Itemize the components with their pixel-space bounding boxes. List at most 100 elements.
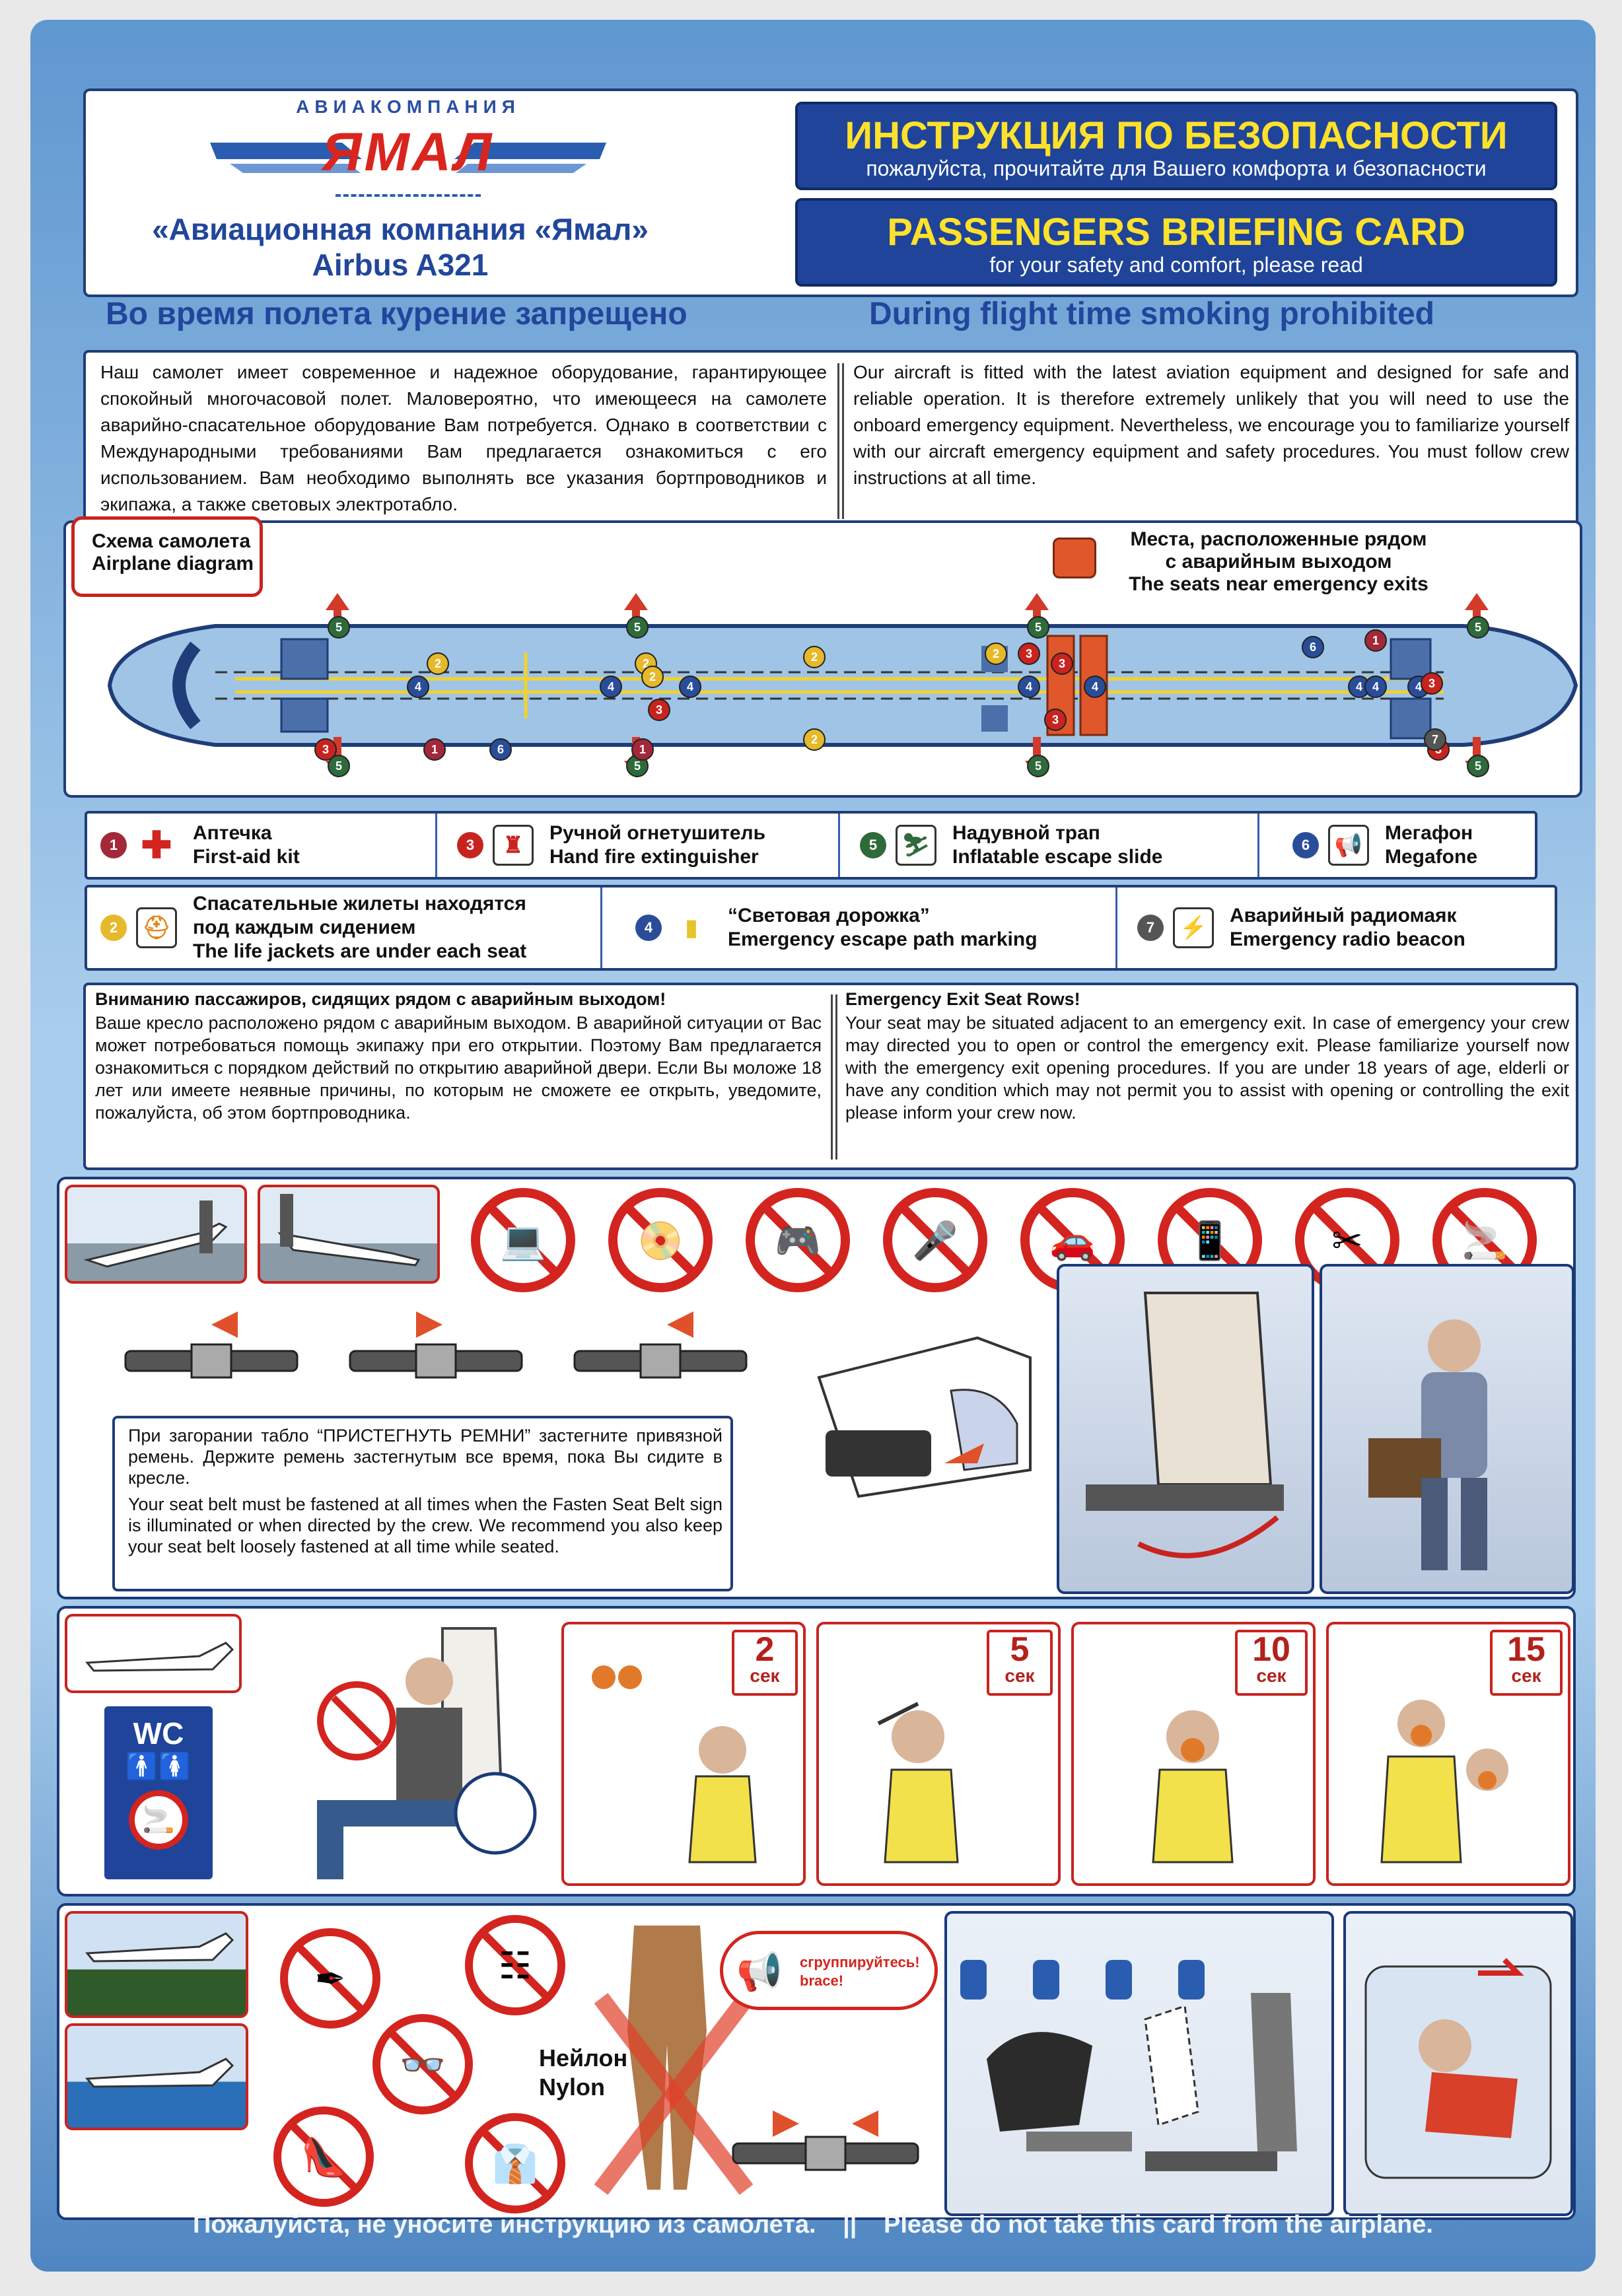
path-marking-icon: ▮ <box>671 907 712 948</box>
footer-separator: || <box>843 2211 857 2239</box>
diagram-marker-3: 3 <box>1018 643 1040 665</box>
microphone-icon: 🎤 <box>888 1193 983 1288</box>
exit-seat-swatch <box>1053 538 1096 578</box>
passenger-icon <box>1368 1319 1487 1570</box>
exit-rows-divider <box>831 994 837 1160</box>
exit-seats-ru-1: Места, расположенные рядом <box>1130 528 1427 550</box>
takeoff-picture <box>65 1185 247 1284</box>
seatbelt-en: Your seat belt must be fastened at all t… <box>128 1494 723 1556</box>
diagram-marker-4: 4 <box>1018 676 1040 698</box>
no-smoking-icon: 🚬 <box>129 1790 188 1850</box>
diagram-marker-4: 4 <box>1407 676 1430 698</box>
legend-path-marking-ru: “Световая дорожка” <box>728 905 930 926</box>
timer-value-2: 5 <box>1010 1630 1030 1669</box>
cockpit-window <box>172 641 201 730</box>
oxygen-mask-icon <box>877 1702 959 1863</box>
restroom-icon: 🚹🚺 <box>125 1753 192 1782</box>
legend-life-jacket: 2 ⛑ Спасательные жилеты находятся под ка… <box>87 887 602 968</box>
brace-position-icon <box>960 1960 1297 2171</box>
fuselage-outline <box>107 624 1578 747</box>
diagram-marker-1: 1 <box>631 738 654 761</box>
brace-panel: ✒ ☷ 👓 👠 👔 Нейлон Nylon 📢 сгруппируйтесь!… <box>57 1903 1576 2220</box>
subtitle-en: for your safety and comfort, please read <box>989 253 1363 277</box>
legend-slide-ru: Надувной трап <box>952 822 1100 844</box>
exit-rows-panel: Вниманию пассажиров, сидящих рядом с ава… <box>83 983 1578 1170</box>
logo-word: ЯМАЛ <box>322 122 495 182</box>
seatbelt-ru: При загорании табло “ПРИСТЕГНУТЬ РЕМНИ” … <box>128 1426 723 1488</box>
fire-extinguisher-icon: ♜ <box>493 825 534 866</box>
exit-seats-en: The seats near emergency exits <box>1129 573 1428 595</box>
diagram-label: Схема самолета Airplane diagram <box>71 516 263 597</box>
title-box-en: PASSENGERS BRIEFING CARD for your safety… <box>795 198 1557 287</box>
exit-rows-body-ru: Ваше кресло расположено рядом с аварийны… <box>95 1013 822 1123</box>
svg-text:✂: ✂ <box>1332 1220 1363 1263</box>
legend-path-marking: 4 ▮ “Световая дорожка”Emergency escape p… <box>602 887 1117 968</box>
legend-path-marking-en: Emergency escape path marking <box>728 928 1038 950</box>
subtitle-ru: пожалуйста, прочитайте для Вашего комфор… <box>866 157 1487 180</box>
cruise-picture <box>65 1614 242 1693</box>
title-ru: ИНСТРУКЦИЯ ПО БЕЗОПАСНОСТИ <box>845 114 1508 157</box>
exit-rows-title-ru: Вниманию пассажиров, сидящих рядом с ава… <box>95 989 666 1009</box>
diagram-marker-3: 3 <box>648 699 670 721</box>
glasses-icon: 👓 <box>400 2044 446 2087</box>
legend-radio-beacon-en: Emergency radio beacon <box>1230 928 1465 950</box>
seat-back-picture <box>1057 1264 1314 1594</box>
galley-front <box>280 638 329 680</box>
diagram-marker-2: 2 <box>427 652 449 675</box>
legend-megaphone-en: Megafone <box>1385 846 1478 868</box>
shaver-icon: ✂ <box>1300 1193 1395 1288</box>
svg-text:📱: 📱 <box>1187 1220 1233 1263</box>
diagram-marker-6: 6 <box>489 738 512 761</box>
tie-icon: 👔 <box>492 2143 538 2186</box>
airline-caption: АВИАКОМПАНИЯ <box>296 96 520 117</box>
seat-icon <box>1086 1292 1284 1558</box>
nylon-ru: Нейлон <box>539 2044 628 2071</box>
brace-command-ru: сгруппируйтесь! <box>800 1954 920 1970</box>
radio-beacon-icon: ⚡ <box>1173 907 1214 948</box>
legend-first-aid-en: First-aid kit <box>193 846 300 868</box>
high-heels-icon: 👠 <box>300 2135 347 2179</box>
diagram-label-ru: Схема самолета <box>92 530 251 552</box>
mobile-phone-icon: 📱 <box>1162 1193 1257 1288</box>
footer-ru: Пожалуйста, не уносите инструкцию из сам… <box>193 2211 816 2239</box>
child-brace-picture <box>1343 1911 1573 2216</box>
no-smoking-ru: Во время полета курение запрещено <box>106 296 688 331</box>
legend-radio-beacon-ru: Аварийный радиомаяк <box>1230 905 1457 926</box>
no-smoking-en: During flight time smoking prohibited <box>869 296 1434 331</box>
timer-unit-4: сек <box>1511 1665 1541 1686</box>
toy-car-icon: 🚗 <box>1025 1193 1120 1288</box>
legend-extinguisher-en: Hand fire extinguisher <box>549 846 759 868</box>
remove-sharp-objects: ✒ ☷ 👓 👠 👔 <box>273 1915 565 2213</box>
timer-unit-3: сек <box>1256 1665 1287 1686</box>
diagram-marker-4: 4 <box>1364 676 1387 698</box>
legend-life-jacket-ru-1: Спасательные жилеты находятся <box>193 893 526 915</box>
oxygen-mask-icon <box>1380 1700 1508 1863</box>
diagram-marker-6: 6 <box>1302 636 1324 658</box>
timer-value-1: 2 <box>755 1630 775 1669</box>
footer: Пожалуйста, не уносите инструкцию из сам… <box>30 2211 1596 2254</box>
seated-passenger-picture <box>1320 1264 1573 1594</box>
exit-rows-title-en: Emergency Exit Seat Rows! <box>845 989 1080 1009</box>
overhead-bin-picture <box>817 1336 1032 1498</box>
no-nylon-picture <box>594 1926 754 2195</box>
exit-seats-caption: Места, расположенные рядом с аварийным в… <box>1100 528 1457 596</box>
diagram-marker-4: 4 <box>600 676 622 698</box>
company-name: «Авиационная компания «Ямал» <box>152 212 649 246</box>
pen-icon: ✒ <box>315 1958 346 2001</box>
life-jacket-icon: ⛑ <box>136 907 177 948</box>
wc-sign: WC 🚹🚺 🚬 <box>104 1706 213 1879</box>
diagram-marker-3: 3 <box>1044 709 1067 731</box>
diagram-marker-5: 5 <box>328 755 350 777</box>
diagram-marker-5: 5 <box>1027 755 1049 777</box>
